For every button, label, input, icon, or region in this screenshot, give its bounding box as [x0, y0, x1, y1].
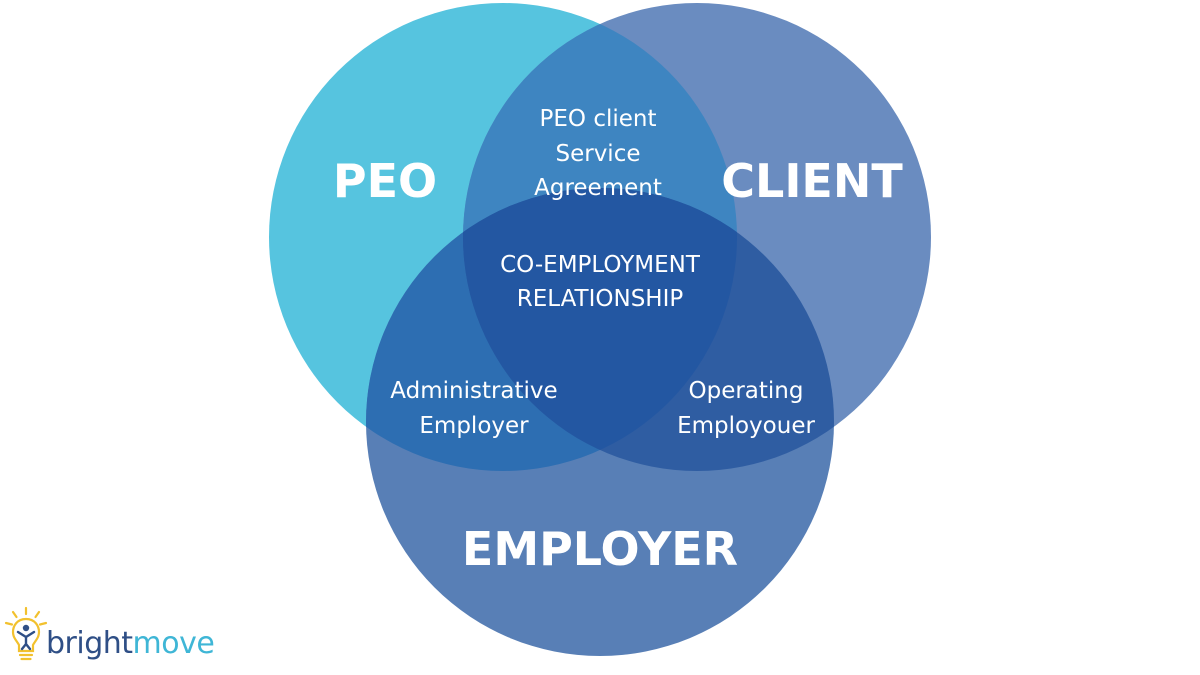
brightmove-wordmark: brightmove: [46, 626, 215, 661]
region-label-peo-employer-line2: Employer: [419, 413, 529, 439]
region-label-peo-client-line2: Service: [555, 141, 640, 167]
set-label-peo: PEO: [333, 154, 437, 208]
set-label-employer: EMPLOYER: [462, 522, 738, 576]
region-label-client-employer-line2: Employouer: [677, 413, 815, 439]
region-label-peo-client-line1: PEO client: [540, 106, 657, 132]
region-label-peo-employer-line1: Administrative: [390, 378, 557, 404]
region-label-client-employer-line1: Operating: [689, 378, 804, 404]
region-label-peo-client-line3: Agreement: [534, 175, 662, 201]
brightmove-logo: [4, 606, 234, 668]
region-label-center-line1: CO-EMPLOYMENT: [500, 252, 701, 278]
lightbulb-person-icon: [4, 606, 48, 661]
region-label-center-line2: RELATIONSHIP: [517, 286, 684, 312]
logo-text-move: move: [132, 626, 215, 661]
set-label-client: CLIENT: [721, 154, 903, 208]
logo-text-bright: bright: [46, 626, 133, 661]
region-center: [463, 188, 737, 471]
